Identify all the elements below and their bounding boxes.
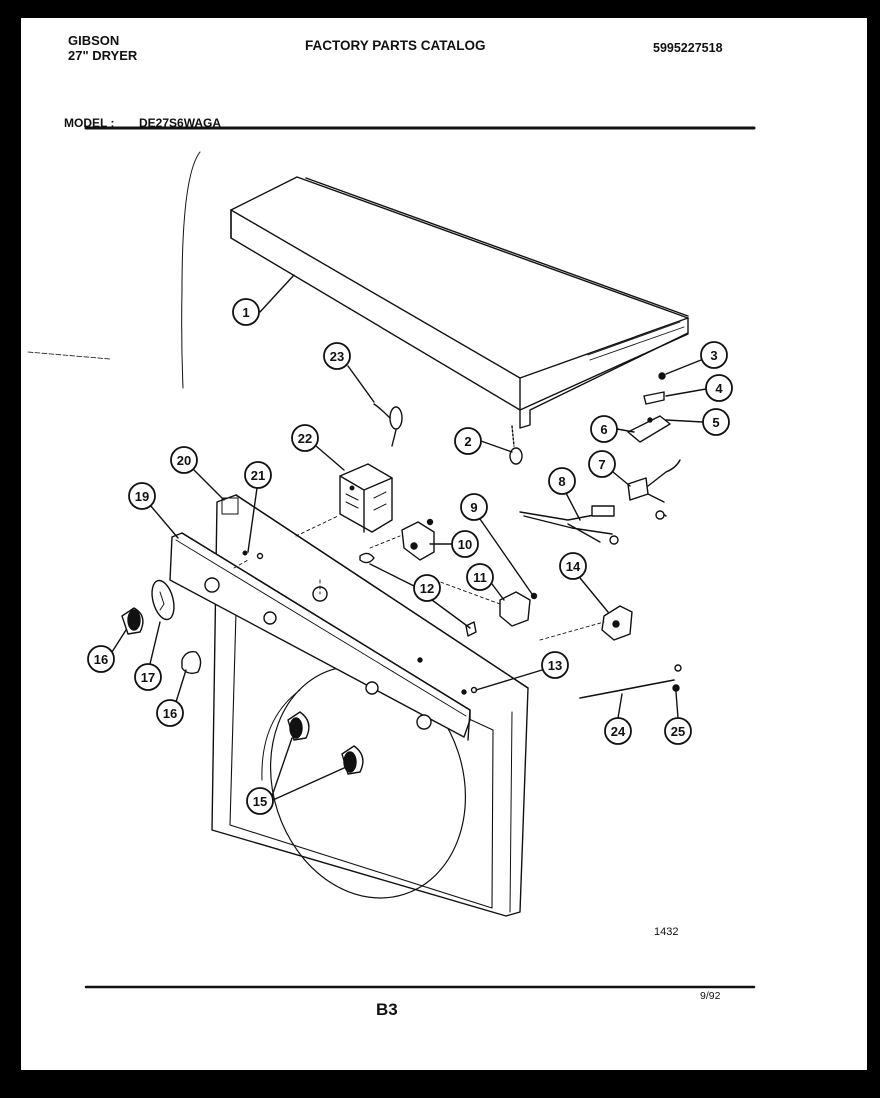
part-12-clip <box>359 552 375 564</box>
brand-name: GIBSON <box>68 33 120 48</box>
callout-15: 15 <box>246 737 345 815</box>
part-3-screw <box>658 372 666 380</box>
product-name: 27" DRYER <box>68 48 138 63</box>
callout-22: 22 <box>291 424 345 471</box>
svg-text:5: 5 <box>712 415 719 430</box>
svg-text:24: 24 <box>611 724 626 739</box>
callout-13: 13 <box>475 651 569 691</box>
brand-block: GIBSON 27" DRYER <box>68 33 137 63</box>
part-13-screw <box>461 689 467 695</box>
svg-text:16: 16 <box>94 652 108 667</box>
callout-9: 9 <box>460 493 533 595</box>
callout-12: 12 <box>369 563 471 629</box>
callout-16-upper: 16 <box>87 629 127 673</box>
scan-mark <box>27 351 111 360</box>
part-2-screw <box>509 447 523 465</box>
svg-text:23: 23 <box>330 349 344 364</box>
svg-text:4: 4 <box>715 381 723 396</box>
svg-text:1: 1 <box>242 305 249 320</box>
knobs <box>121 579 364 775</box>
callout-23: 23 <box>323 342 375 403</box>
callout-1: 1 <box>232 274 295 326</box>
callout-2: 2 <box>454 427 513 455</box>
model-leader-line <box>181 151 201 389</box>
control-panel <box>169 532 471 741</box>
part-25-screw <box>672 684 680 692</box>
svg-text:6: 6 <box>600 422 607 437</box>
callout-25: 25 <box>664 691 692 745</box>
diagram-number: 1432 <box>654 926 679 938</box>
svg-text:10: 10 <box>458 537 472 552</box>
svg-text:15: 15 <box>253 794 267 809</box>
svg-text:7: 7 <box>598 457 605 472</box>
catalog-number: 5995227518 <box>653 41 723 55</box>
part-9-screw <box>426 518 434 526</box>
svg-text:12: 12 <box>420 581 434 596</box>
timer <box>339 463 393 533</box>
capacitor <box>373 403 403 447</box>
callout-8: 8 <box>548 467 581 521</box>
svg-text:2: 2 <box>464 434 471 449</box>
svg-text:14: 14 <box>566 559 581 574</box>
svg-text:19: 19 <box>135 489 149 504</box>
svg-text:16: 16 <box>163 706 177 721</box>
callout-3: 3 <box>665 341 728 375</box>
svg-text:13: 13 <box>548 658 562 673</box>
svg-text:8: 8 <box>558 474 565 489</box>
small-parts <box>359 372 682 699</box>
part-11-switch <box>499 591 531 627</box>
callout-19: 19 <box>128 482 179 539</box>
part-10-switch <box>401 521 435 561</box>
callout-21: 21 <box>244 461 272 553</box>
callout-14: 14 <box>559 552 609 613</box>
part-24-wire <box>579 679 675 699</box>
svg-text:22: 22 <box>298 431 312 446</box>
top-panel <box>230 176 689 429</box>
callout-11: 11 <box>466 563 505 601</box>
svg-text:11: 11 <box>473 570 487 585</box>
revision-date: 9/92 <box>700 990 721 1002</box>
callout-24: 24 <box>604 693 632 745</box>
callout-17: 17 <box>134 621 162 691</box>
svg-text:21: 21 <box>251 468 265 483</box>
callout-20: 20 <box>170 446 225 501</box>
svg-text:3: 3 <box>710 348 717 363</box>
part-4-clip <box>643 391 665 405</box>
part-7-connector <box>627 477 649 501</box>
callout-16-lower: 16 <box>156 669 187 727</box>
callout-10: 10 <box>429 530 479 558</box>
svg-text:9: 9 <box>470 500 477 515</box>
svg-text:20: 20 <box>177 453 191 468</box>
page-number: B3 <box>376 1000 398 1019</box>
callout-5: 5 <box>665 408 730 436</box>
svg-text:17: 17 <box>141 670 155 685</box>
catalog-title: FACTORY PARTS CATALOG <box>305 38 486 53</box>
callout-4: 4 <box>665 374 733 402</box>
callout-6: 6 <box>590 415 635 443</box>
svg-text:25: 25 <box>671 724 685 739</box>
callout-7: 7 <box>588 450 631 487</box>
